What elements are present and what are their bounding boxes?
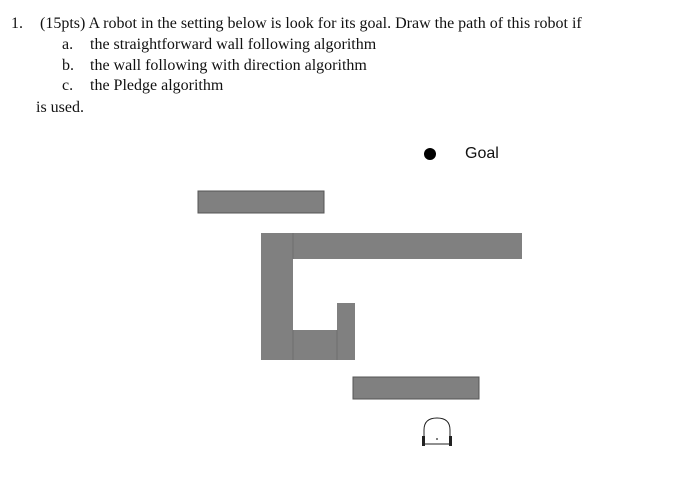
option-c-marker: c. <box>62 77 74 94</box>
obstacle-bottom-bar <box>352 376 480 400</box>
option-a-marker: a. <box>62 36 74 53</box>
robot-icon <box>422 417 452 446</box>
option-b-text: the wall following with direction algori… <box>90 57 367 74</box>
option-a-text: the straightforward wall following algor… <box>90 36 377 53</box>
option-b-marker: b. <box>62 57 74 74</box>
obstacle-top-bar <box>197 190 325 214</box>
option-c-text: the Pledge algorithm <box>90 77 224 94</box>
question-text: (15pts) A robot in the setting below is … <box>40 15 582 32</box>
goal-label: Goal <box>465 145 499 162</box>
question-number: 1. <box>11 15 23 32</box>
goal-marker <box>424 148 436 160</box>
hook-right-post <box>337 303 355 360</box>
hook-top-arm <box>261 233 522 259</box>
obstacle-hook <box>261 233 522 360</box>
question-closing: is used. <box>36 99 84 116</box>
